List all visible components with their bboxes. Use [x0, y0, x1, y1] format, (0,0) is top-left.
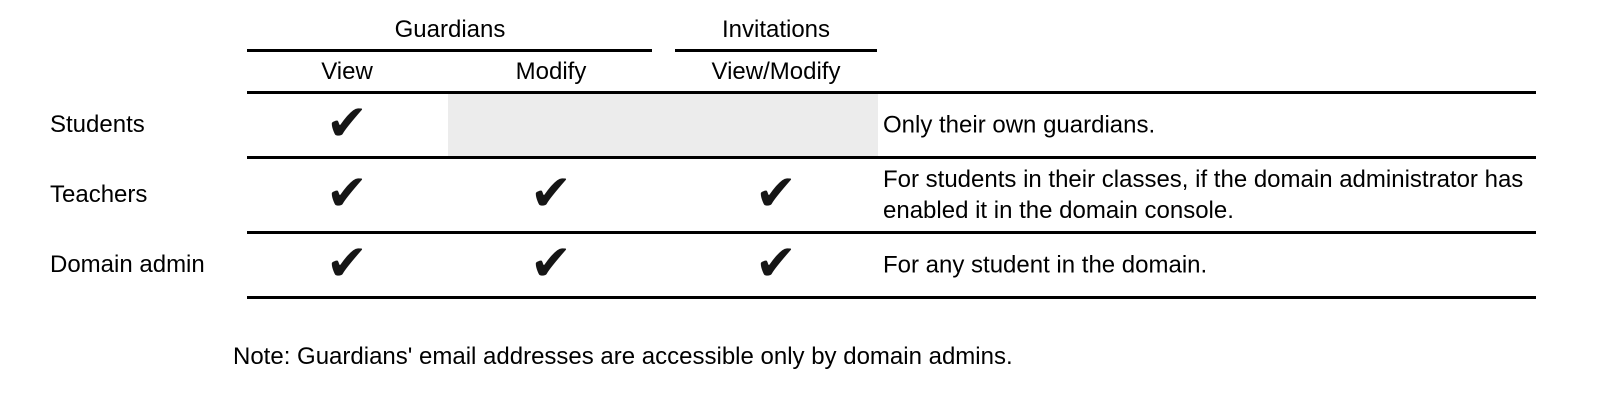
checkmark-icon: ✔	[326, 94, 368, 152]
row-rule	[247, 156, 1536, 159]
header-rule	[247, 91, 1536, 94]
row-rule	[247, 231, 1536, 234]
column-header-view-modify: View/Modify	[711, 58, 841, 85]
row-label-teachers: Teachers	[50, 181, 148, 208]
row-note: Only their own guardians.	[883, 111, 1156, 139]
column-header-view: View	[321, 58, 373, 85]
footnote: Note: Guardians' email addresses are acc…	[233, 343, 1013, 370]
row-note: For any student in the domain.	[883, 251, 1208, 279]
row-rule	[247, 296, 1536, 299]
row-label-students: Students	[50, 111, 145, 138]
guardians-underline	[247, 49, 652, 52]
disabled-cells-shading	[448, 94, 878, 156]
column-header-modify: Modify	[515, 58, 587, 85]
checkmark-icon: ✔	[326, 234, 368, 292]
checkmark-icon: ✔	[755, 164, 797, 222]
checkmark-icon: ✔	[530, 234, 572, 292]
column-group-invitations: Invitations	[721, 16, 831, 43]
column-group-guardians: Guardians	[394, 16, 506, 43]
checkmark-icon: ✔	[530, 164, 572, 222]
checkmark-icon: ✔	[755, 234, 797, 292]
invitations-underline	[675, 49, 877, 52]
row-note: For students in their classes, if the do…	[883, 166, 1524, 224]
row-label-domain-admin: Domain admin	[50, 251, 205, 278]
checkmark-icon: ✔	[326, 164, 368, 222]
